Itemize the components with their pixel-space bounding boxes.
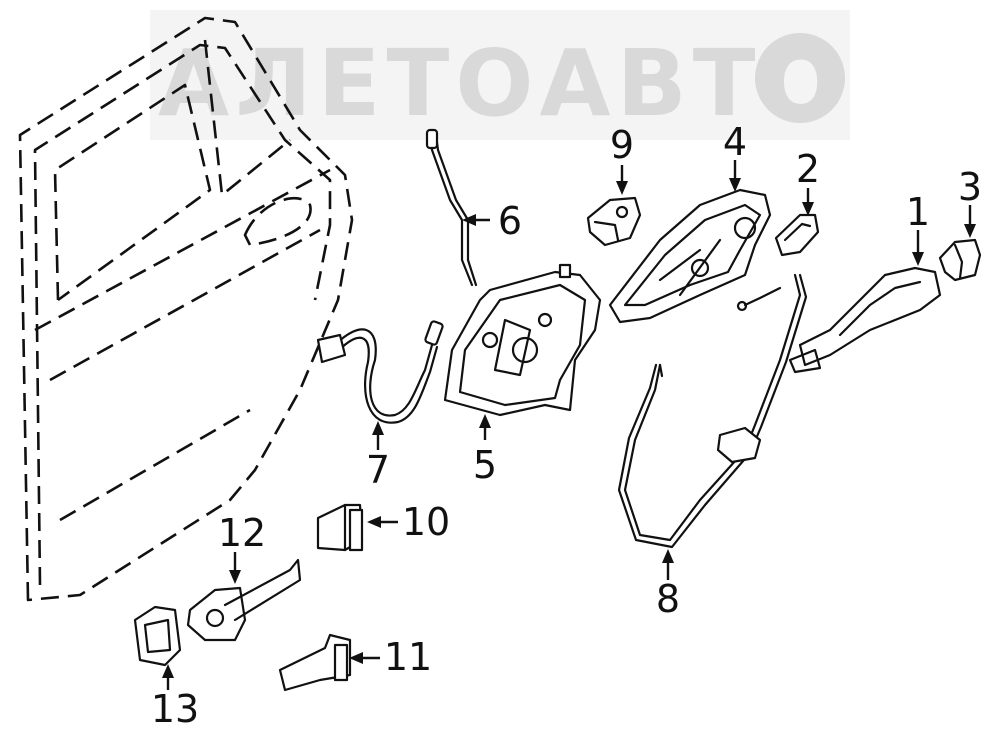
part-4-carrier (608, 188, 772, 324)
callout-5: 5 (473, 443, 497, 487)
callout-11: 11 (384, 635, 432, 679)
callout-9: 9 (610, 123, 634, 167)
part-6-rod (425, 128, 478, 287)
watermark-backdrop (150, 10, 850, 140)
part-8-cables (617, 273, 808, 549)
callout-6: 6 (498, 199, 522, 243)
part-9-bracket (586, 196, 642, 247)
watermark: АЛЕТОАВТО (150, 10, 850, 140)
part-3-cover (938, 238, 982, 282)
part-5-lock (443, 263, 602, 417)
callout-8: 8 (656, 577, 680, 621)
callout-numbers: 1 2 3 4 5 6 7 8 9 10 11 12 13 (151, 120, 982, 731)
callout-4: 4 (723, 120, 747, 164)
watermark-logo-ring (755, 33, 845, 123)
part-2-cap (774, 213, 820, 257)
door-shell (18, 16, 354, 602)
part-11-hinge (278, 633, 352, 692)
callout-2: 2 (796, 147, 820, 191)
callout-1: 1 (906, 190, 930, 234)
leader-lines (162, 160, 976, 690)
part-1-handle (788, 266, 942, 374)
part-12-checkstrap (186, 558, 302, 642)
callout-7: 7 (366, 448, 390, 492)
part-7-cable (316, 320, 444, 424)
callout-10: 10 (402, 500, 450, 544)
part-13-buffer (133, 605, 182, 667)
part-10-hinge (316, 503, 364, 552)
callout-12: 12 (218, 511, 266, 555)
callout-13: 13 (151, 687, 199, 731)
callout-3: 3 (958, 165, 982, 209)
